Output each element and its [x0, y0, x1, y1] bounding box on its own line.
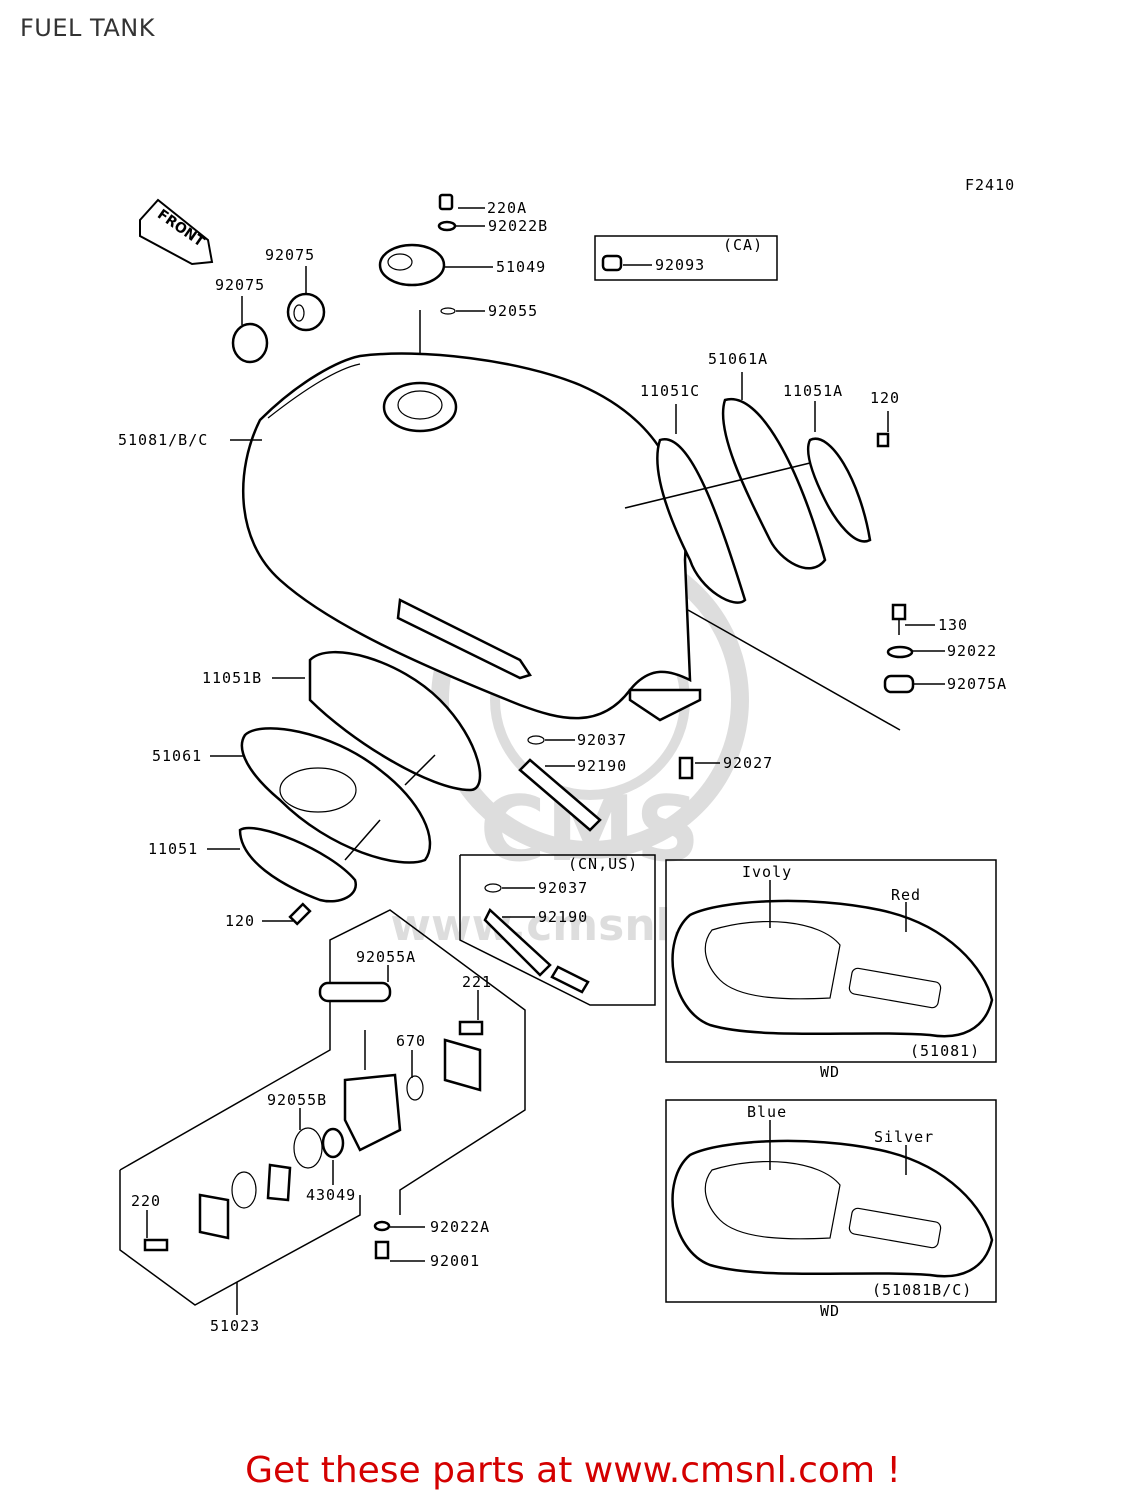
leader-lines — [146, 207, 945, 1315]
panel1-model: WD — [820, 1063, 840, 1081]
callout-92022: 92022 — [947, 642, 997, 660]
color-panel-51081BC: Blue Silver (51081B/C) WD — [665, 1099, 997, 1320]
callout-92075-upper: 92075 — [265, 246, 315, 264]
panel2-color1: Blue — [747, 1103, 787, 1121]
callout-51049: 51049 — [496, 258, 546, 276]
callout-220: 220 — [131, 1192, 161, 1210]
callout-43049: 43049 — [306, 1186, 356, 1204]
callout-670: 670 — [396, 1032, 426, 1050]
callout-120-lower: 120 — [225, 912, 255, 930]
page-title: FUEL TANK — [20, 14, 155, 42]
figure-code: F2410 — [965, 176, 1015, 194]
front-arrow-icon: FRONT — [139, 198, 214, 266]
callout-92037-upper: 92037 — [577, 731, 627, 749]
callout-51061: 51061 — [152, 747, 202, 765]
side-cover-left-icon — [238, 651, 482, 926]
callout-92190-lower: 92190 — [538, 908, 588, 926]
callout-51023: 51023 — [210, 1317, 260, 1335]
mount-hardware-icon — [518, 603, 915, 832]
callout-92055A: 92055A — [356, 948, 416, 966]
panel2-part: (51081B/C) — [872, 1281, 972, 1299]
cnus-tag: (CN,US) — [568, 855, 638, 873]
callout-92022A: 92022A — [430, 1218, 490, 1236]
panel2-color2: Silver — [874, 1128, 934, 1146]
cnus-box — [459, 854, 656, 1006]
callout-92093: 92093 — [655, 256, 705, 274]
callout-92075A: 92075A — [947, 675, 1007, 693]
callout-51081BC: 51081/B/C — [118, 431, 208, 449]
callout-220A: 220A — [487, 199, 527, 217]
ca-tag: (CA) — [723, 236, 763, 254]
parts-diagram: CMS www.cmsnl.com F2410 FRONT — [118, 176, 1015, 1335]
callout-130: 130 — [938, 616, 968, 634]
fuel-tank-icon — [241, 352, 901, 731]
callout-120-upper: 120 — [870, 389, 900, 407]
callout-92001: 92001 — [430, 1252, 480, 1270]
callout-92055: 92055 — [488, 302, 538, 320]
footer-link[interactable]: Get these parts at www.cmsnl.com ! — [245, 1450, 901, 1491]
panel1-color1: Ivoly — [742, 863, 792, 881]
callout-221: 221 — [462, 973, 492, 991]
callout-92075-lower: 92075 — [215, 276, 265, 294]
damper-92075-icon — [231, 292, 326, 364]
callout-labels: 220A 92022B 51049 92055 92075 92075 9209… — [118, 199, 1007, 1335]
callout-92027: 92027 — [723, 754, 773, 772]
ca-box — [594, 235, 778, 281]
panel1-color2: Red — [891, 886, 921, 904]
fuel-cock-assembly-icon — [119, 909, 526, 1306]
callout-92190-upper: 92190 — [577, 757, 627, 775]
callout-11051C: 11051C — [640, 382, 700, 400]
panel2-model: WD — [820, 1302, 840, 1320]
color-panel-51081: Ivoly Red (51081) WD — [665, 859, 997, 1081]
panel1-part: (51081) — [910, 1042, 980, 1060]
callout-92055B: 92055B — [267, 1091, 327, 1109]
callout-11051B: 11051B — [202, 669, 262, 687]
side-cover-right-icon — [624, 397, 890, 604]
callout-51061A: 51061A — [708, 350, 768, 368]
callout-11051: 11051 — [148, 840, 198, 858]
callout-11051A: 11051A — [783, 382, 843, 400]
callout-92037-lower: 92037 — [538, 879, 588, 897]
callout-92022B: 92022B — [488, 217, 548, 235]
